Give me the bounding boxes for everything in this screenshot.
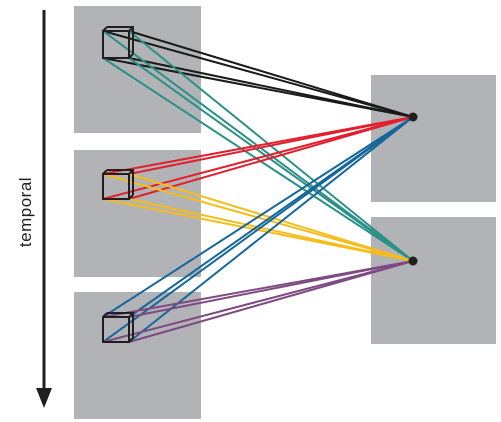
connection-line-middle-to-upper [128,116,414,200]
connection-line-top-to-lower [102,57,414,262]
panels [74,6,496,419]
connection-line-bottom-to-upper [102,116,414,318]
connection-line-middle-to-upper [102,116,414,200]
connections [102,30,414,343]
source-frame-middle [102,169,134,200]
connection-line-top-to-upper [128,57,414,118]
connection-line-top-to-upper [128,30,414,118]
source-panel-bottom [74,292,201,419]
target-panel-lower [371,217,496,344]
source-frame-top [102,26,134,59]
connection-line-bottom-to-upper [102,116,414,343]
source-frame-bottom [102,312,134,343]
connection-line-bottom-to-lower [128,260,414,343]
connection-line-top-to-lower [128,57,414,262]
target-nodes [408,112,418,266]
target-node-upper [408,112,418,122]
time-axis-label: temporal [16,177,35,247]
time-axis-arrowhead-icon [36,388,52,408]
connection-line-bottom-to-lower [102,260,414,343]
target-node-lower [408,256,418,266]
connection-line-middle-to-upper [128,116,414,175]
source-panel-middle [74,150,201,277]
target-panel-upper [371,75,496,202]
connection-line-top-to-upper [102,30,414,118]
source-frames [102,26,134,343]
time-axis: temporal [16,10,52,408]
connection-line-bottom-to-lower [128,260,414,318]
